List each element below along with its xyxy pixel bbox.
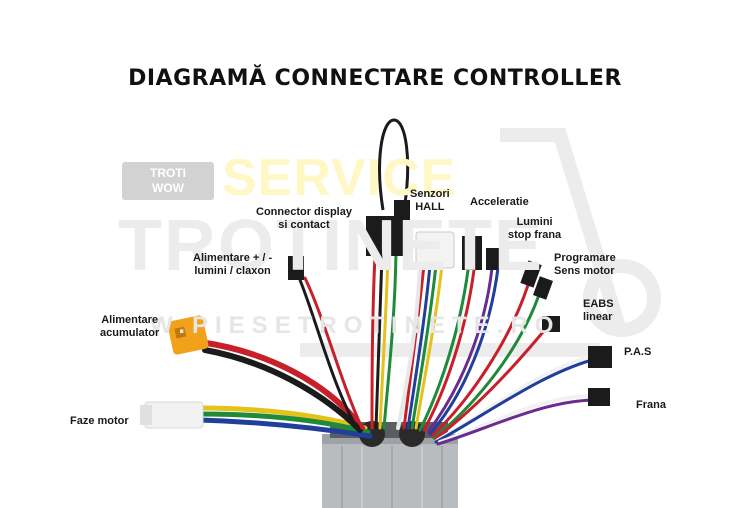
hall-connector [415, 231, 455, 269]
display-connector [366, 118, 410, 256]
pas-connector [588, 346, 612, 368]
stop-lights-connector [486, 248, 502, 270]
label-alimentare-acumulator: Alimentare acumulator [100, 314, 160, 339]
accelerator-connector [462, 236, 482, 270]
watermark-troti-badge: TROTI WOW [122, 162, 214, 200]
watermark-trot: TROTINETE [118, 206, 544, 286]
label-connector-display: Connector display si contact [256, 206, 352, 231]
motor-direction-connectors [520, 260, 553, 300]
label-pas: P.A.S [624, 346, 652, 358]
label-alimentare-lumini: Alimentare + / - lumini / claxon [193, 252, 273, 277]
watermark-site: W.PIESETROTINETE.RO [150, 312, 561, 339]
label-senzori-hall: Senzori HALL [410, 188, 450, 213]
watermark-service: SERVICE [222, 149, 457, 207]
diagram-title: DIAGRAMĂ CONNECTARE CONTROLLER [128, 66, 622, 91]
brake-connector [588, 388, 610, 406]
motor-phase-connectors [140, 401, 204, 429]
label-eabs-linear: EABS linear [583, 298, 614, 323]
label-frana: Frana [636, 399, 666, 411]
label-lumini-stop-frana: Lumini stop frana [508, 216, 562, 241]
label-acceleratie: Acceleratie [470, 196, 529, 208]
wire-bundle [197, 250, 594, 446]
label-programare-sens-motor: Programare Sens motor [554, 252, 616, 277]
battery-connector [167, 315, 209, 355]
power-lights-connector [288, 256, 304, 280]
label-faze-motor: Faze motor [70, 415, 129, 427]
eabs-connector [542, 316, 560, 332]
